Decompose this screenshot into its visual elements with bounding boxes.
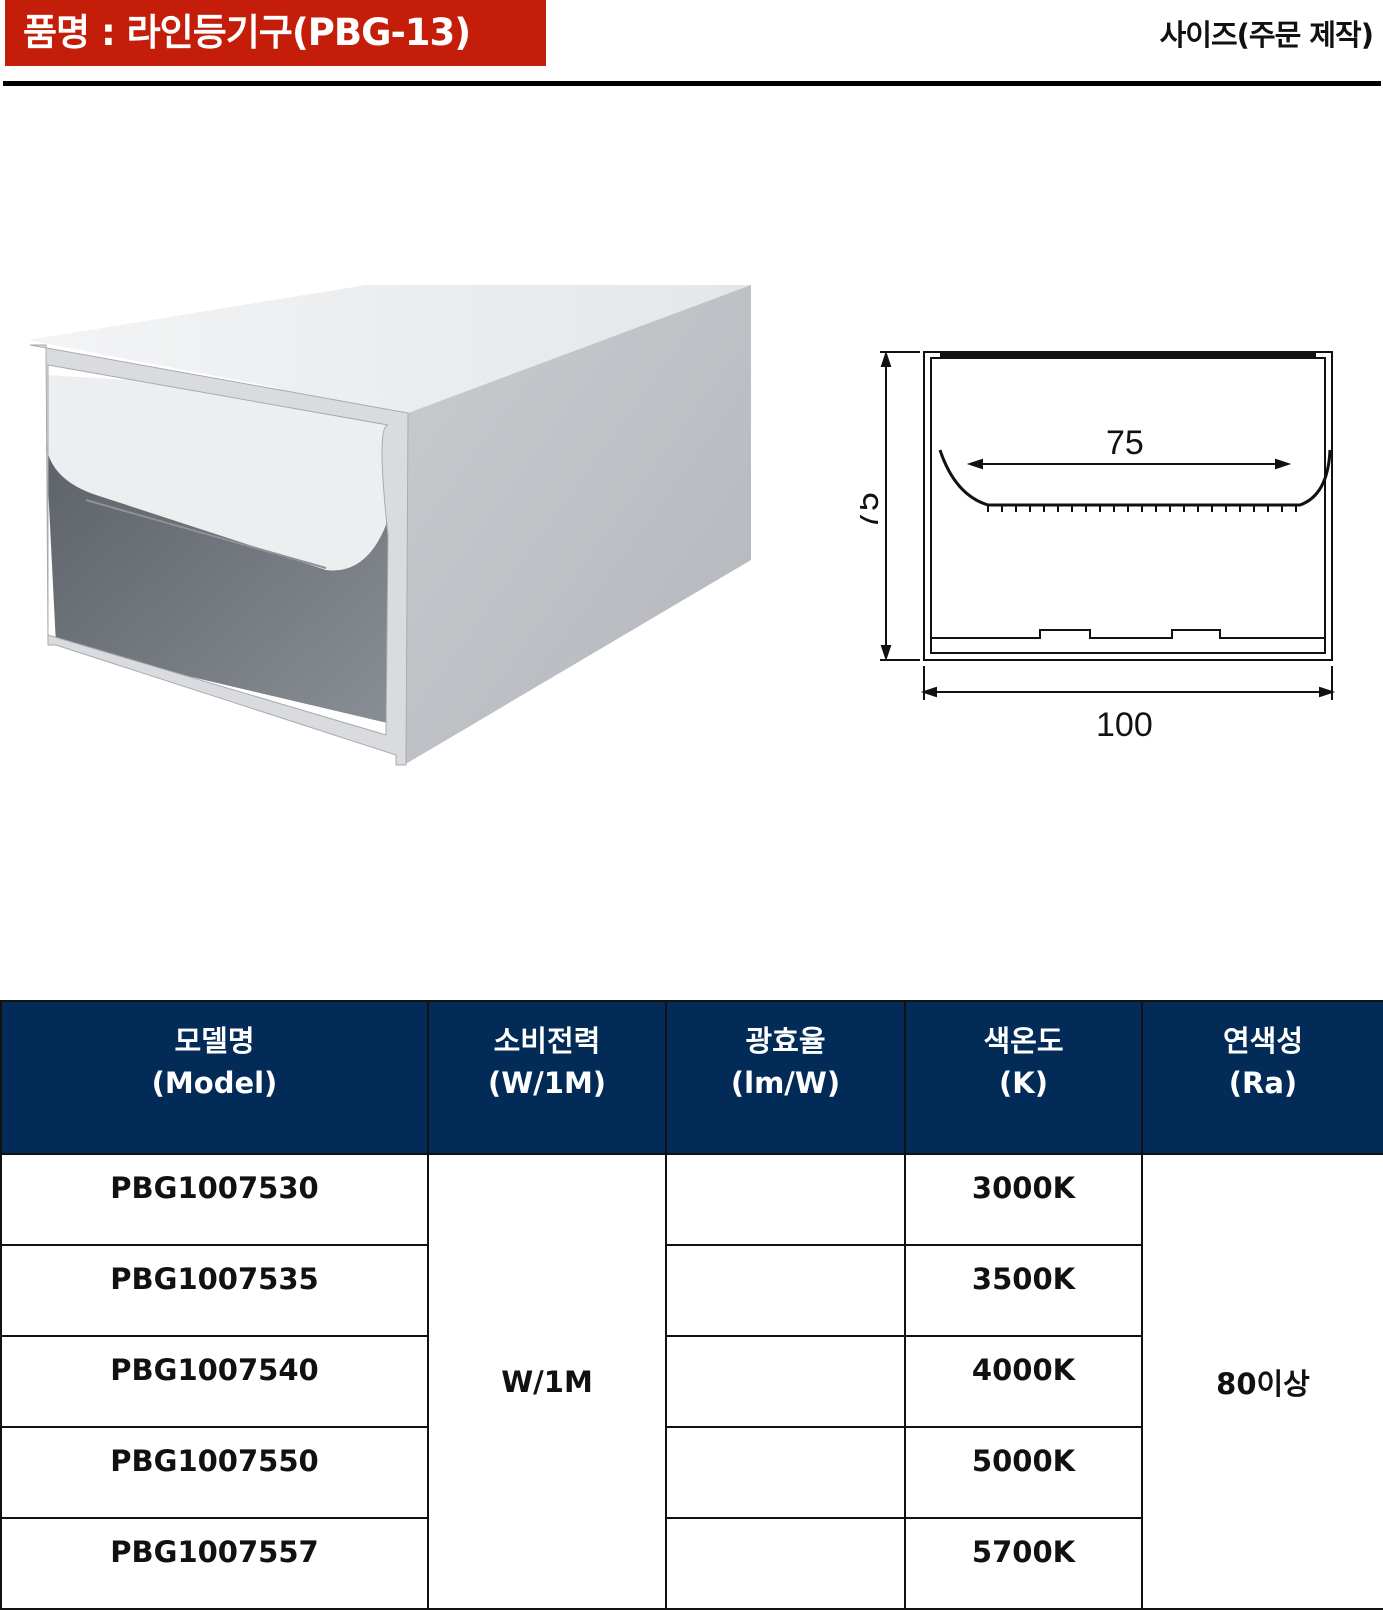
efficacy-cell	[665, 1335, 906, 1428]
cct-cell: 3500K	[904, 1244, 1143, 1337]
inner-width-label: 75	[1106, 424, 1144, 462]
table-row: PBG1007550 5000K	[0, 1426, 1383, 1519]
model-cell: PBG1007530	[0, 1153, 429, 1246]
front-frame	[29, 344, 409, 766]
model-cell: PBG1007550	[0, 1426, 429, 1519]
column-header-power: 소비전력(W/1M)	[427, 1000, 667, 1155]
efficacy-cell	[665, 1517, 906, 1610]
size-note: 사이즈(주문 제작)	[1159, 18, 1374, 52]
height-label: 75	[860, 492, 886, 530]
top-cover	[28, 285, 751, 413]
power-cell: W/1M	[427, 1153, 667, 1610]
efficacy-cell	[665, 1244, 906, 1337]
column-header-cct: 색온도(K)	[904, 1000, 1143, 1155]
cct-cell: 4000K	[904, 1335, 1143, 1428]
product-title: 품명 : 라인등기구(PBG-13)	[5, 0, 546, 66]
spec-table: 모델명(Model) 소비전력(W/1M) 광효율(lm/W) 색온도(K) 연…	[0, 1000, 1383, 1610]
column-header-model: 모델명(Model)	[0, 1000, 429, 1155]
column-header-efficacy: 광효율(lm/W)	[665, 1000, 906, 1155]
model-cell: PBG1007540	[0, 1335, 429, 1428]
table-row: PBG1007540 4000K	[0, 1335, 1383, 1428]
cct-cell: 5000K	[904, 1426, 1143, 1519]
model-cell: PBG1007535	[0, 1244, 429, 1337]
cct-cell: 5700K	[904, 1517, 1143, 1610]
table-row: PBG1007530 W/1M 3000K 80이상	[0, 1153, 1383, 1610]
efficacy-cell	[665, 1153, 906, 1246]
width-label: 100	[1096, 706, 1153, 744]
table-header: 모델명(Model) 소비전력(W/1M) 광효율(lm/W) 색온도(K) 연…	[0, 1000, 1383, 1155]
efficacy-cell	[665, 1426, 906, 1519]
cct-cell: 3000K	[904, 1153, 1143, 1246]
side-face	[404, 285, 751, 765]
cri-cell: 80이상	[1141, 1153, 1383, 1610]
divider	[3, 81, 1381, 86]
model-cell: PBG1007557	[0, 1517, 429, 1610]
diffuser	[46, 375, 386, 571]
column-header-cri: 연색성(Ra)	[1141, 1000, 1383, 1155]
table-row: PBG1007535 3500K	[0, 1244, 1383, 1337]
product-photo	[28, 285, 751, 766]
fins	[85, 499, 327, 569]
table-row: PBG1007557 5700K	[0, 1517, 1383, 1610]
cross-section-drawing: 75 75 100	[860, 350, 1336, 744]
